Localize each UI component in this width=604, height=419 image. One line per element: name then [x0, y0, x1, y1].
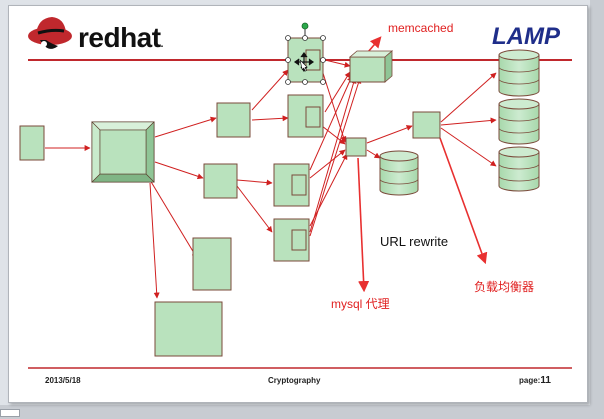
database-cylinder-icon[interactable] — [498, 49, 540, 97]
scrollbar-thumb[interactable] — [0, 409, 20, 417]
selection-rotate-handle-icon[interactable] — [301, 22, 309, 30]
slide-title: LAMP — [492, 23, 560, 50]
horizontal-scrollbar[interactable] — [0, 405, 604, 419]
memcached-label: memcached — [388, 21, 454, 35]
vertical-scrollbar[interactable] — [590, 0, 604, 419]
redhat-logo-text: redhat. — [78, 22, 163, 53]
php-node-3[interactable] — [273, 163, 310, 207]
page-number: 11 — [540, 375, 551, 386]
web-server-main-node[interactable] — [91, 121, 155, 183]
footer-center: Cryptography — [268, 376, 321, 385]
app-node-3[interactable] — [192, 237, 232, 291]
memcached-node[interactable] — [349, 56, 386, 83]
move-cursor-icon — [293, 51, 315, 73]
footer-date: 2013/5/18 — [45, 376, 81, 385]
load-balancer-label: 负载均衡器 — [474, 280, 535, 294]
footer-page: page:11 — [519, 375, 551, 386]
database-cylinder-icon[interactable] — [498, 98, 540, 145]
connections — [45, 59, 497, 299]
load-balancer-node[interactable] — [412, 111, 441, 139]
app-node-2[interactable] — [203, 163, 238, 199]
redhat-shadowman-icon — [28, 17, 72, 49]
app-node-1[interactable] — [216, 102, 251, 138]
php-node-1[interactable] — [287, 37, 324, 83]
url-rewrite-label: URL rewrite — [380, 234, 449, 249]
php-node-2[interactable] — [287, 94, 324, 138]
database-cylinder-icon[interactable] — [498, 146, 540, 192]
mysql-proxy-label: mysql 代理 — [331, 297, 390, 311]
app-node-4[interactable] — [154, 301, 223, 357]
selection-handles[interactable] — [285, 22, 326, 85]
database-cylinder-icon[interactable] — [379, 150, 419, 196]
client-node[interactable] — [19, 125, 45, 161]
mysql-proxy-node[interactable] — [345, 137, 367, 157]
annotation-arrows — [357, 36, 488, 293]
php-node-4[interactable] — [273, 218, 310, 262]
